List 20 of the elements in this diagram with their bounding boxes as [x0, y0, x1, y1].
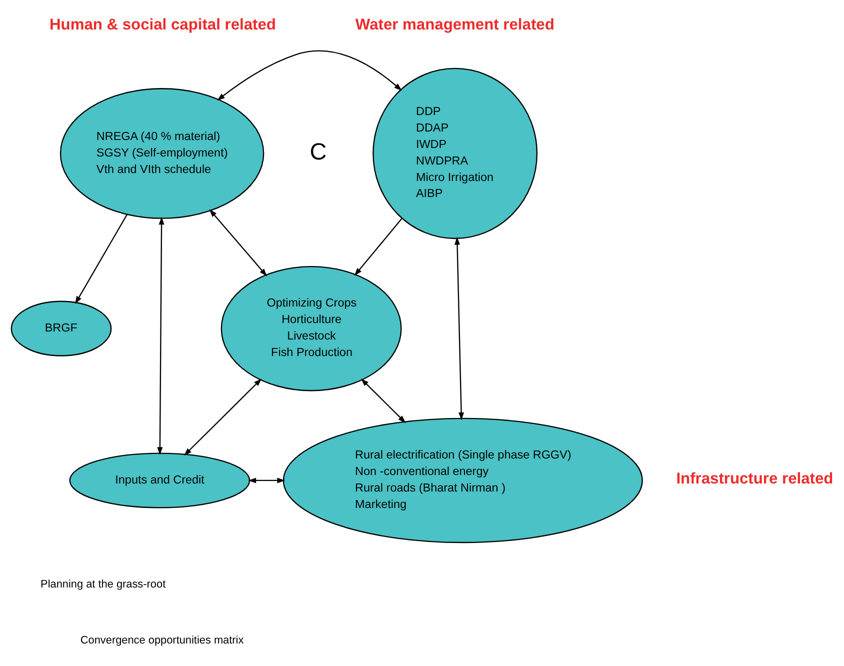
node-label: Human & social capital related [50, 16, 276, 33]
arrow [217, 50, 402, 100]
node-label: Water management related [355, 16, 554, 33]
node-circle: DDP DDAP IWDP NWDPRA Micro Irrigation AIBP [372, 67, 538, 239]
arrow [354, 218, 402, 276]
arrow [157, 216, 164, 454]
arrow [184, 378, 262, 456]
node-label: Infrastructure related [676, 470, 834, 488]
node-ellipse: BRGF [10, 300, 112, 356]
arrow [454, 236, 464, 420]
arrow [360, 378, 406, 423]
arrow [75, 214, 128, 304]
node-ellipse: Optimizing Crops Horticulture Livestock Fish Production [220, 265, 402, 391]
node-ellipse: Rural electrification (Single phase RGGV) Non -conventional energy Rural roads (Bharat Nirman ) Marketing [282, 417, 643, 543]
arrow [248, 477, 286, 483]
label: Convergence opportunities matrix [80, 634, 244, 646]
arrow [209, 208, 268, 276]
label: Planning at the grass-root [40, 578, 166, 590]
node-ellipse: Inputs and Credit [69, 452, 250, 508]
label: C [310, 138, 327, 164]
